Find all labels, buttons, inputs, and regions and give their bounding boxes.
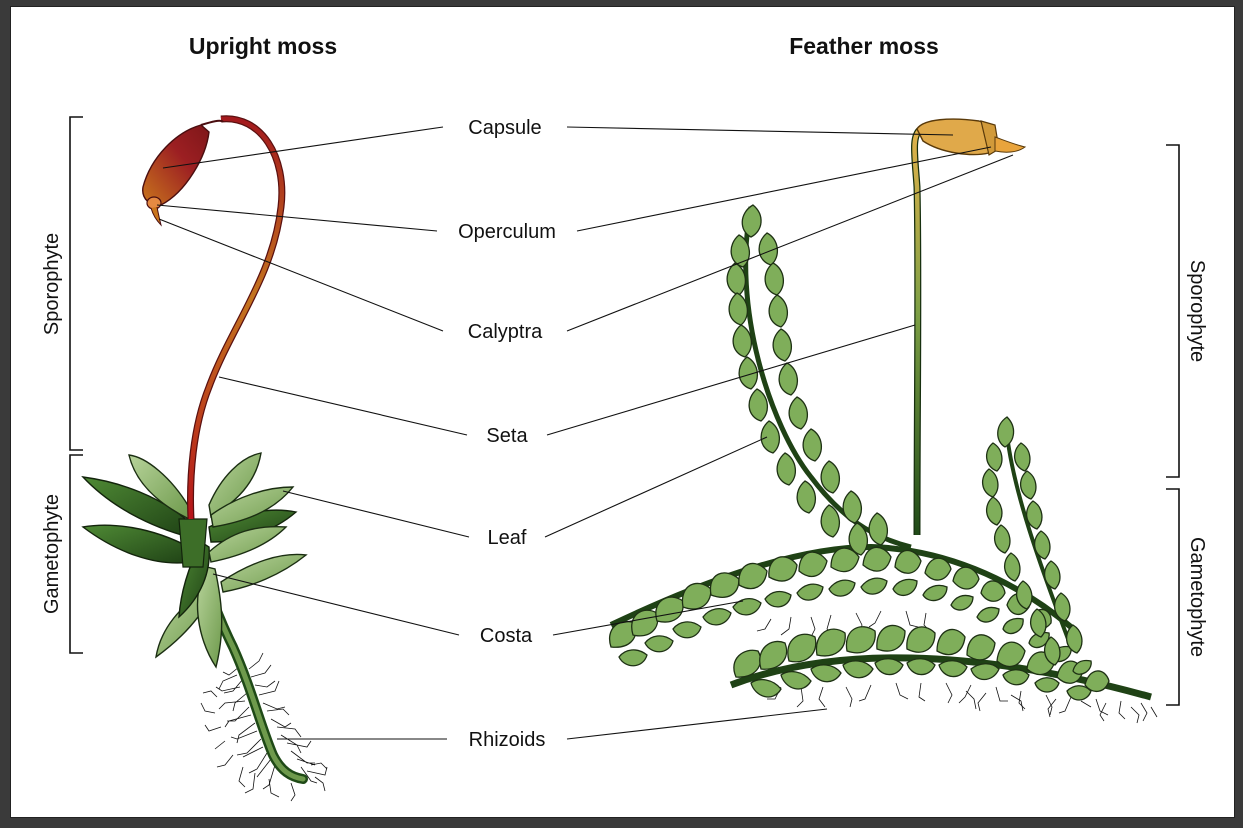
label-operculum: Operculum: [458, 221, 556, 243]
right-gametophyte-label: Gametophyte: [1186, 537, 1208, 657]
feather-moss-title: Feather moss: [789, 33, 939, 59]
moss-diagram: Upright moss Feather moss Sporophyte Gam…: [11, 7, 1236, 819]
feather-moss-illustration: [610, 119, 1157, 723]
feather-right-branch: [983, 417, 1082, 665]
label-calyptra: Calyptra: [468, 321, 543, 343]
left-sporophyte-bracket: Sporophyte: [41, 117, 83, 450]
label-capsule: Capsule: [468, 117, 541, 139]
left-sporophyte-label: Sporophyte: [41, 233, 63, 335]
left-gametophyte-label: Gametophyte: [41, 494, 63, 614]
right-sporophyte-bracket: Sporophyte: [1166, 145, 1208, 477]
left-gametophyte-bracket: Gametophyte: [41, 455, 83, 653]
upright-seta: [191, 119, 282, 519]
upright-moss-title: Upright moss: [189, 33, 337, 59]
upright-capsule: [143, 125, 209, 205]
upright-calyptra: [151, 207, 161, 225]
upright-operculum: [147, 197, 161, 209]
right-gametophyte-bracket: Gametophyte: [1166, 489, 1208, 705]
label-seta: Seta: [486, 425, 528, 447]
feather-calyptra: [995, 137, 1025, 152]
label-rhizoids: Rhizoids: [469, 729, 546, 751]
label-costa: Costa: [480, 625, 533, 647]
label-leaf: Leaf: [488, 527, 527, 549]
right-sporophyte-label: Sporophyte: [1186, 260, 1208, 362]
diagram-frame: Upright moss Feather moss Sporophyte Gam…: [10, 6, 1235, 818]
upright-moss-illustration: [83, 119, 327, 801]
